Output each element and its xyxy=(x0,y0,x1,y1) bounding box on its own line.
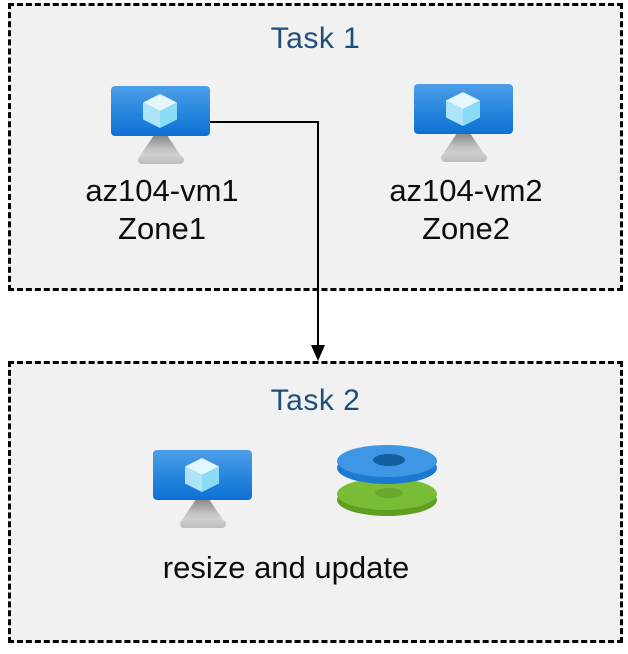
vm-monitor-stand xyxy=(441,134,486,156)
vm-cube-icon xyxy=(446,92,480,126)
vm-monitor-base xyxy=(179,520,226,528)
azure-disks-icon xyxy=(337,445,437,516)
task2-title: Task 2 xyxy=(270,384,361,417)
green-disk-icon xyxy=(337,478,437,516)
task2-box xyxy=(8,361,623,643)
vm-cube-icon xyxy=(143,94,177,128)
vm-monitor-stand xyxy=(138,136,183,158)
vm1-label: az104-vm1 Zone1 xyxy=(62,172,262,248)
vm2-name: az104-vm2 xyxy=(389,173,543,208)
task2-caption: resize and update xyxy=(162,550,410,585)
task2-azure-vm-icon xyxy=(153,450,252,530)
vm2-azure-vm-icon xyxy=(414,84,513,164)
vm-monitor-stand xyxy=(180,500,225,522)
vm1-name: az104-vm1 xyxy=(85,173,239,208)
vm2-label: az104-vm2 Zone2 xyxy=(366,172,566,248)
task1-title: Task 1 xyxy=(270,22,361,55)
blue-disk-icon xyxy=(337,445,437,484)
vm2-zone: Zone2 xyxy=(422,211,510,246)
vm1-azure-vm-icon xyxy=(111,86,210,166)
vm-monitor-base xyxy=(440,154,487,162)
vm-cube-icon xyxy=(185,458,219,492)
vm1-zone: Zone1 xyxy=(118,211,206,246)
vm-monitor-base xyxy=(137,156,184,164)
